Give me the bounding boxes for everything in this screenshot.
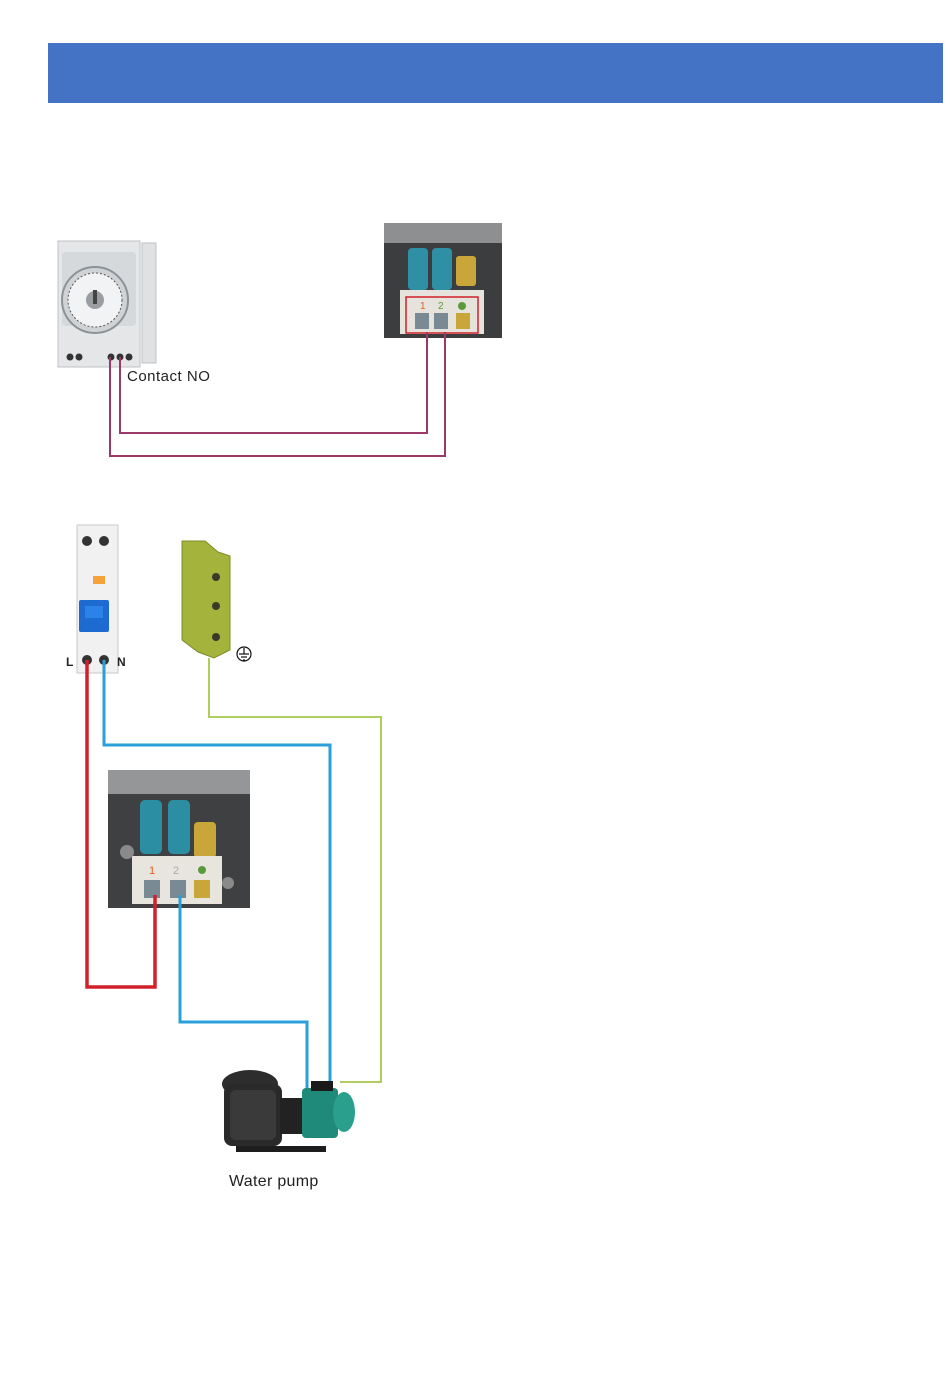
breaker-neutral-label: N (117, 655, 126, 669)
circuit-breaker (77, 525, 118, 673)
control-wires (110, 332, 445, 456)
svg-text:1: 1 (149, 865, 155, 877)
terminal-box-bottom: 1 2 (108, 770, 250, 908)
terminal-box-top: 1 2 (384, 223, 502, 338)
contact-no-label: Contact NO (127, 368, 210, 385)
breaker-live-label: L (66, 655, 73, 669)
svg-text:2: 2 (173, 865, 179, 877)
water-pump-label: Water pump (229, 1173, 319, 1191)
earth-symbol-icon (237, 647, 251, 661)
svg-text:2: 2 (438, 301, 444, 312)
earth-terminal-block (182, 541, 230, 658)
water-pump-icon (222, 1070, 355, 1152)
timer-switch (58, 241, 156, 367)
svg-text:1: 1 (420, 301, 426, 312)
